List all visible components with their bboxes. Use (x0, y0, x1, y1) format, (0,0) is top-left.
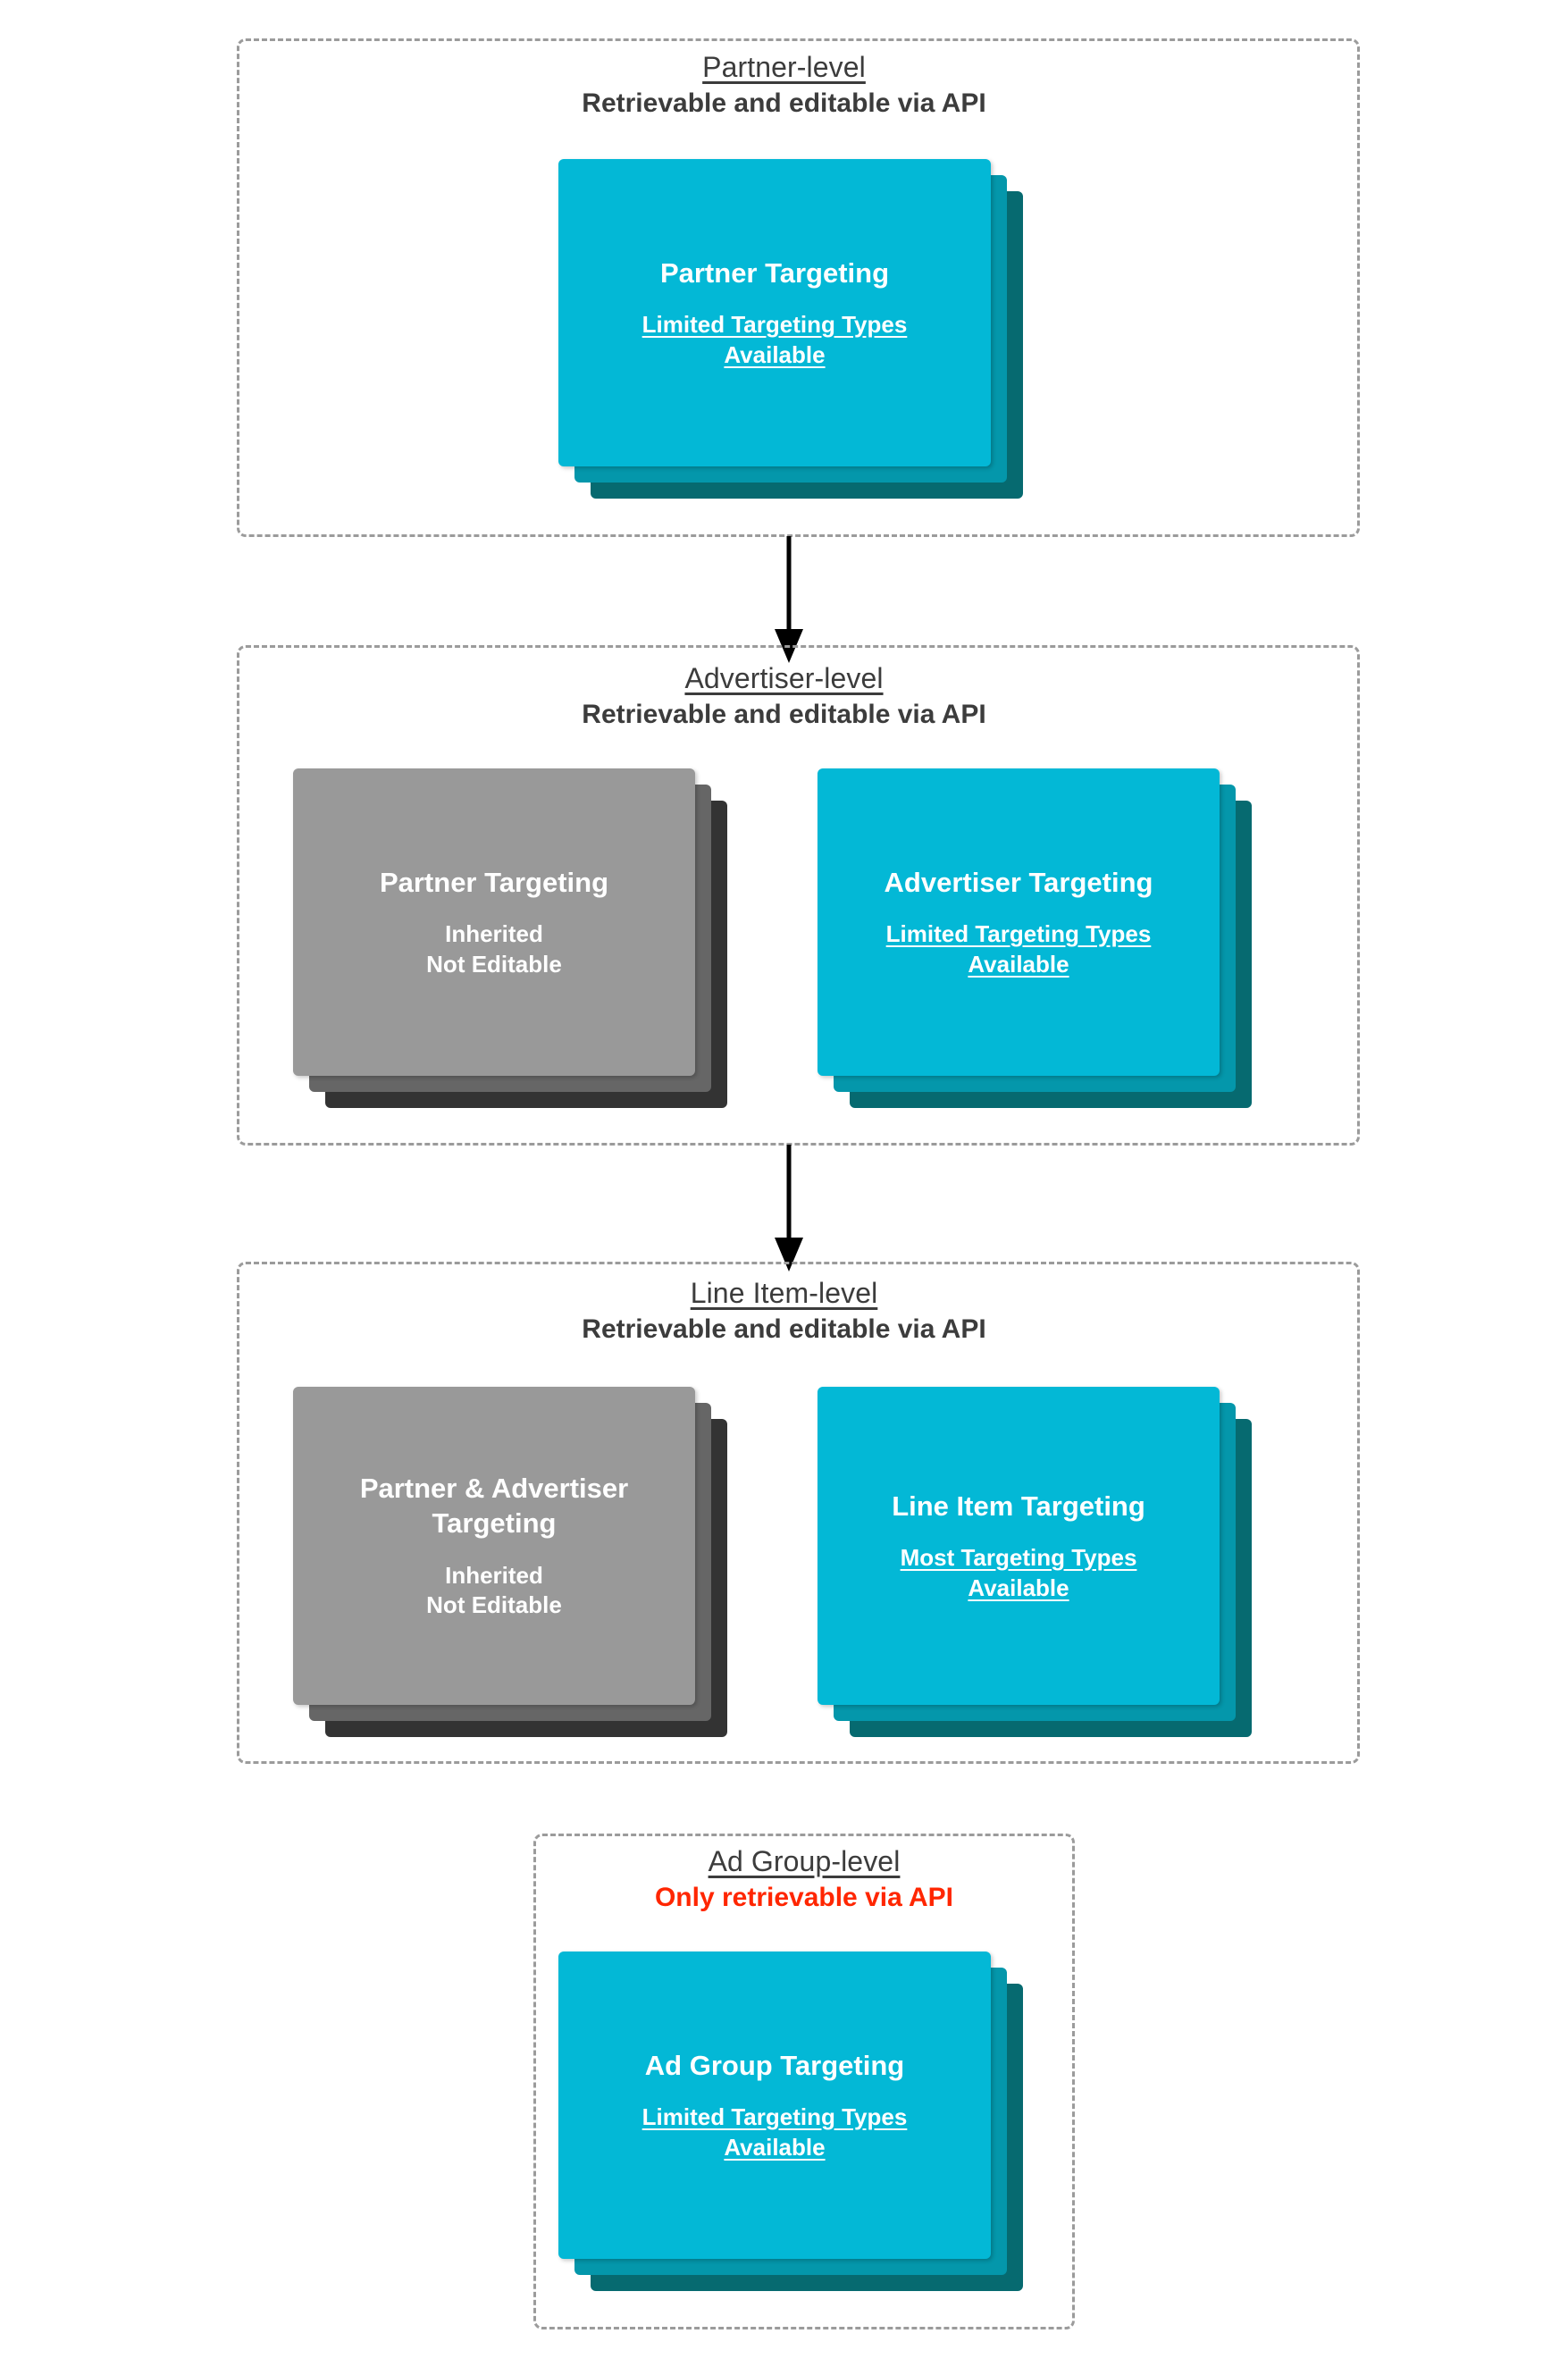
card-title: Partner Targeting (379, 866, 609, 898)
card-stack-ad-group-targeting[interactable]: Ad Group Targeting Limited Targeting Typ… (558, 1952, 1023, 2291)
card-stack-line-item-targeting[interactable]: Line Item Targeting Most Targeting Types… (818, 1387, 1252, 1737)
card-title: Partner & Advertiser Targeting (359, 1472, 629, 1540)
card-title: Ad Group Targeting (644, 2049, 905, 2081)
card-advertiser-targeting[interactable]: Advertiser Targeting Limited Targeting T… (818, 768, 1220, 1076)
level-container-ad-group (533, 1834, 1075, 2329)
card-stack-advertiser-targeting[interactable]: Advertiser Targeting Limited Targeting T… (818, 768, 1252, 1108)
card-stack-line-item-inherited[interactable]: Partner & Advertiser Targeting Inherited… (293, 1387, 727, 1737)
card-title: Advertiser Targeting (884, 866, 1153, 898)
card-partner-targeting-inherited[interactable]: Partner Targeting Inherited Not Editable (293, 768, 695, 1076)
level-container-partner (237, 38, 1360, 537)
card-title: Line Item Targeting (892, 1490, 1145, 1522)
card-note: Inherited Not Editable (426, 1561, 562, 1619)
card-partner-targeting[interactable]: Partner Targeting Limited Targeting Type… (558, 159, 991, 466)
level-container-advertiser (237, 645, 1360, 1146)
arrow-advertiser-to-line-item (775, 1145, 803, 1272)
card-note: Inherited Not Editable (426, 919, 562, 978)
card-stack-partner-targeting[interactable]: Partner Targeting Limited Targeting Type… (558, 159, 1023, 499)
card-note: Limited Targeting Types Available (885, 919, 1152, 978)
card-ad-group-targeting[interactable]: Ad Group Targeting Limited Targeting Typ… (558, 1952, 991, 2259)
card-stack-advertiser-partner-inherited[interactable]: Partner Targeting Inherited Not Editable (293, 768, 727, 1108)
card-note: Limited Targeting Types Available (641, 2103, 908, 2161)
card-line-item-targeting[interactable]: Line Item Targeting Most Targeting Types… (818, 1387, 1220, 1705)
card-note: Limited Targeting Types Available (641, 310, 908, 368)
card-partner-advertiser-targeting-inherited[interactable]: Partner & Advertiser Targeting Inherited… (293, 1387, 695, 1705)
card-note: Most Targeting Types Available (900, 1543, 1137, 1601)
level-container-line-item (237, 1262, 1360, 1764)
card-title: Partner Targeting (659, 256, 890, 289)
